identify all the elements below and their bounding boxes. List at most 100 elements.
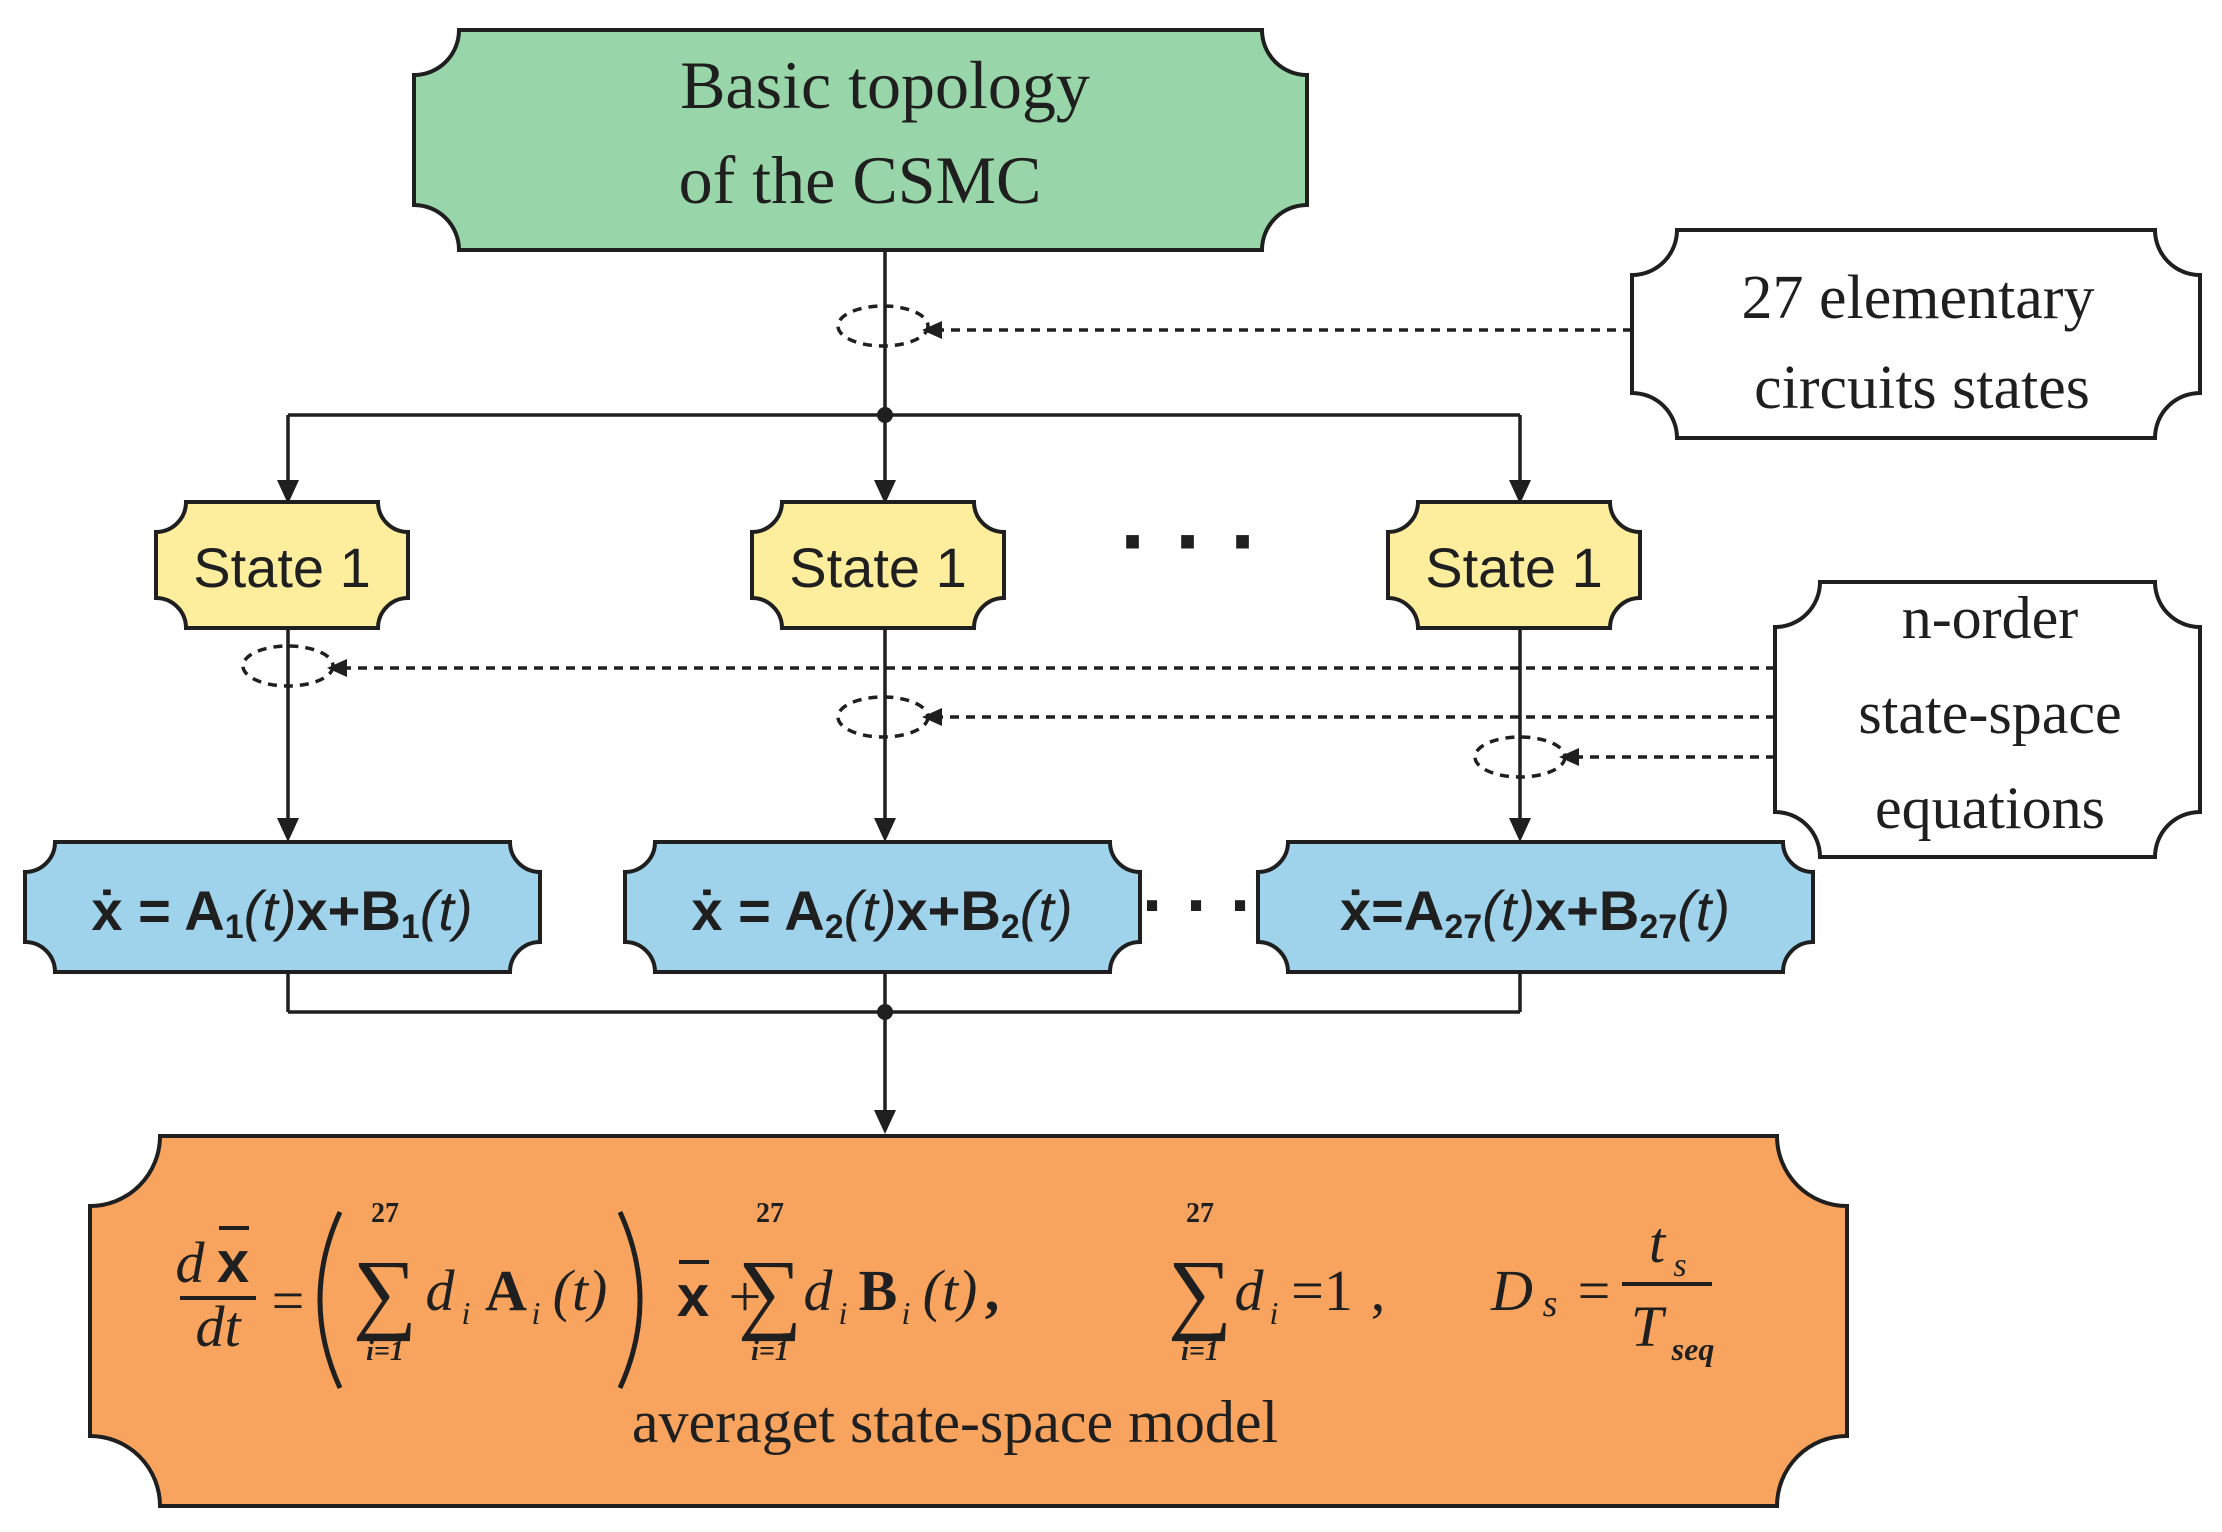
n-order-note-line-1: n-order [1902,585,2079,651]
n-order-note: n-order state-space equations [1773,580,2202,859]
formula-left-paren [317,1210,343,1390]
eq3-A: A [1404,879,1444,942]
formula-A: A [485,1258,527,1323]
eq2-A-sub: 2 [825,908,844,946]
eq3-B: B [1599,879,1639,942]
topology-node-shape [412,28,1309,252]
eq2-t2: (t) [1020,879,1073,942]
formula-comma-1: , [985,1258,1000,1323]
eq3-equals: = [1371,879,1404,942]
formula-T: T [1631,1294,1667,1359]
formula-xbar: x [677,1264,709,1329]
equation-box-1-shape [23,840,542,974]
state-box-2: State 1 [750,500,1006,630]
eq1-t2: (t) [420,879,473,942]
formula-dt: dt [195,1294,242,1359]
formula-comma-2: , [1371,1258,1386,1323]
formula-sum3-d-sub: i [1270,1295,1279,1331]
formula-A-t: (t) [553,1258,608,1323]
averaged-model-box: d x dt = 27 ∑ i=1 d i A i (t) x + 27 ∑ [88,1134,1849,1508]
formula-B-t: (t) [923,1258,978,1323]
formula-D: D [1490,1258,1533,1323]
formula-sum2-d: d [804,1258,834,1323]
formula-sum3-bottom: i=1 [1181,1336,1219,1367]
elementary-states-note: 27 elementary circuits states [1630,228,2202,440]
topology-node: Basic topology of the CSMC [412,28,1309,252]
formula-sum1-sigma: ∑ [353,1243,417,1342]
equation-box-3: ẋ=A27(t)x+B27(t) [1256,840,1815,974]
eq1-x: x [297,879,328,942]
dotted-arrow-head-eq-1 [327,659,347,677]
arrow-head-state-1 [277,480,299,504]
equations-ellipsis: · · · [1142,866,1254,946]
arrow-head-eq-3 [1509,818,1531,842]
formula-sum2-sigma: ∑ [738,1243,802,1342]
eq3-t1: (t) [1482,879,1535,942]
eq3-B-sub: 27 [1639,908,1677,946]
averaged-model-formula: d x dt = 27 ∑ i=1 d i A i (t) x + 27 ∑ [176,1198,1715,1390]
formula-sum1-d: d [426,1258,456,1323]
arrow-head-state-2 [874,480,896,504]
formula-D-sub: s [1543,1283,1558,1325]
eq3-plus: + [1566,879,1599,942]
formula-equals-1: = [272,1268,305,1333]
eq1-plus: + [328,879,361,942]
state-box-3-label: State 1 [1425,536,1602,599]
formula-right-paren [617,1210,643,1390]
eq2-x: x [897,879,928,942]
eq2-B: B [960,879,1000,942]
elementary-note-line-2: circuits states [1754,354,2090,422]
eq1-B-sub: 1 [401,908,420,946]
equation-2-text: ẋ = A2(t)x+B2(t) [691,879,1072,946]
equation-3-text: ẋ=A27(t)x+B27(t) [1340,879,1730,946]
state-box-1-label: State 1 [193,536,370,599]
formula-sum2-top: 27 [756,1198,784,1229]
state-box-3: State 1 [1386,500,1642,630]
state-box-2-shape [750,500,1006,630]
eq3-t2: (t) [1677,879,1730,942]
formula-B: B [859,1258,898,1323]
equation-box-2-shape [623,840,1142,974]
eq1-A-sub: 1 [225,908,244,946]
eq2-xdot: ẋ [691,879,722,942]
averaged-model-caption: averaget state-space model [632,1389,1278,1455]
eq1-equals: = [123,879,185,942]
eq2-plus: + [928,879,961,942]
equation-box-3-shape [1256,840,1815,974]
formula-sum1-d-sub: i [462,1295,471,1331]
formula-T-sub: seq [1671,1331,1715,1367]
topology-title-line-1: Basic topology [680,47,1090,123]
eq1-xdot: ẋ [91,879,122,942]
eq2-B-sub: 2 [1001,908,1020,946]
eq1-B: B [360,879,400,942]
arrow-head-eq-1 [277,818,299,842]
dotted-ellipse-eq-2 [836,695,930,739]
formula-sum3-d: d [1235,1258,1265,1323]
eq3-A-sub: 27 [1444,908,1482,946]
formula-sum3-top: 27 [1186,1198,1214,1229]
equation-box-1: ẋ = A1(t)x+B1(t) [23,840,542,974]
state-box-3-shape [1386,500,1642,630]
formula-sum1-top: 27 [371,1198,399,1229]
eq3-xdot: ẋ [1340,879,1371,942]
eq1-A: A [184,879,224,942]
formula-B-sub: i [902,1295,911,1331]
states-ellipsis: · · · [1120,492,1260,592]
state-box-1: State 1 [154,500,410,630]
n-order-note-shape [1773,580,2202,859]
state-box-1-shape [154,500,410,630]
formula-ts: t [1649,1210,1667,1275]
arrow-head-eq-2 [874,818,896,842]
arrow-head-model [874,1110,896,1134]
averaged-model-shape [88,1134,1849,1508]
equation-1-text: ẋ = A1(t)x+B1(t) [91,879,472,946]
dotted-arrow-head-eq-3 [1559,748,1579,766]
connectors [241,248,1775,1134]
formula-equals-one: =1 [1291,1258,1353,1323]
formula-sum3-sigma: ∑ [1168,1243,1232,1342]
formula-sum2-bottom: i=1 [751,1336,789,1367]
eq2-equals: = [723,879,785,942]
n-order-note-line-2: state-space [1858,680,2121,746]
topology-title-line-2: of the CSMC [679,142,1042,218]
